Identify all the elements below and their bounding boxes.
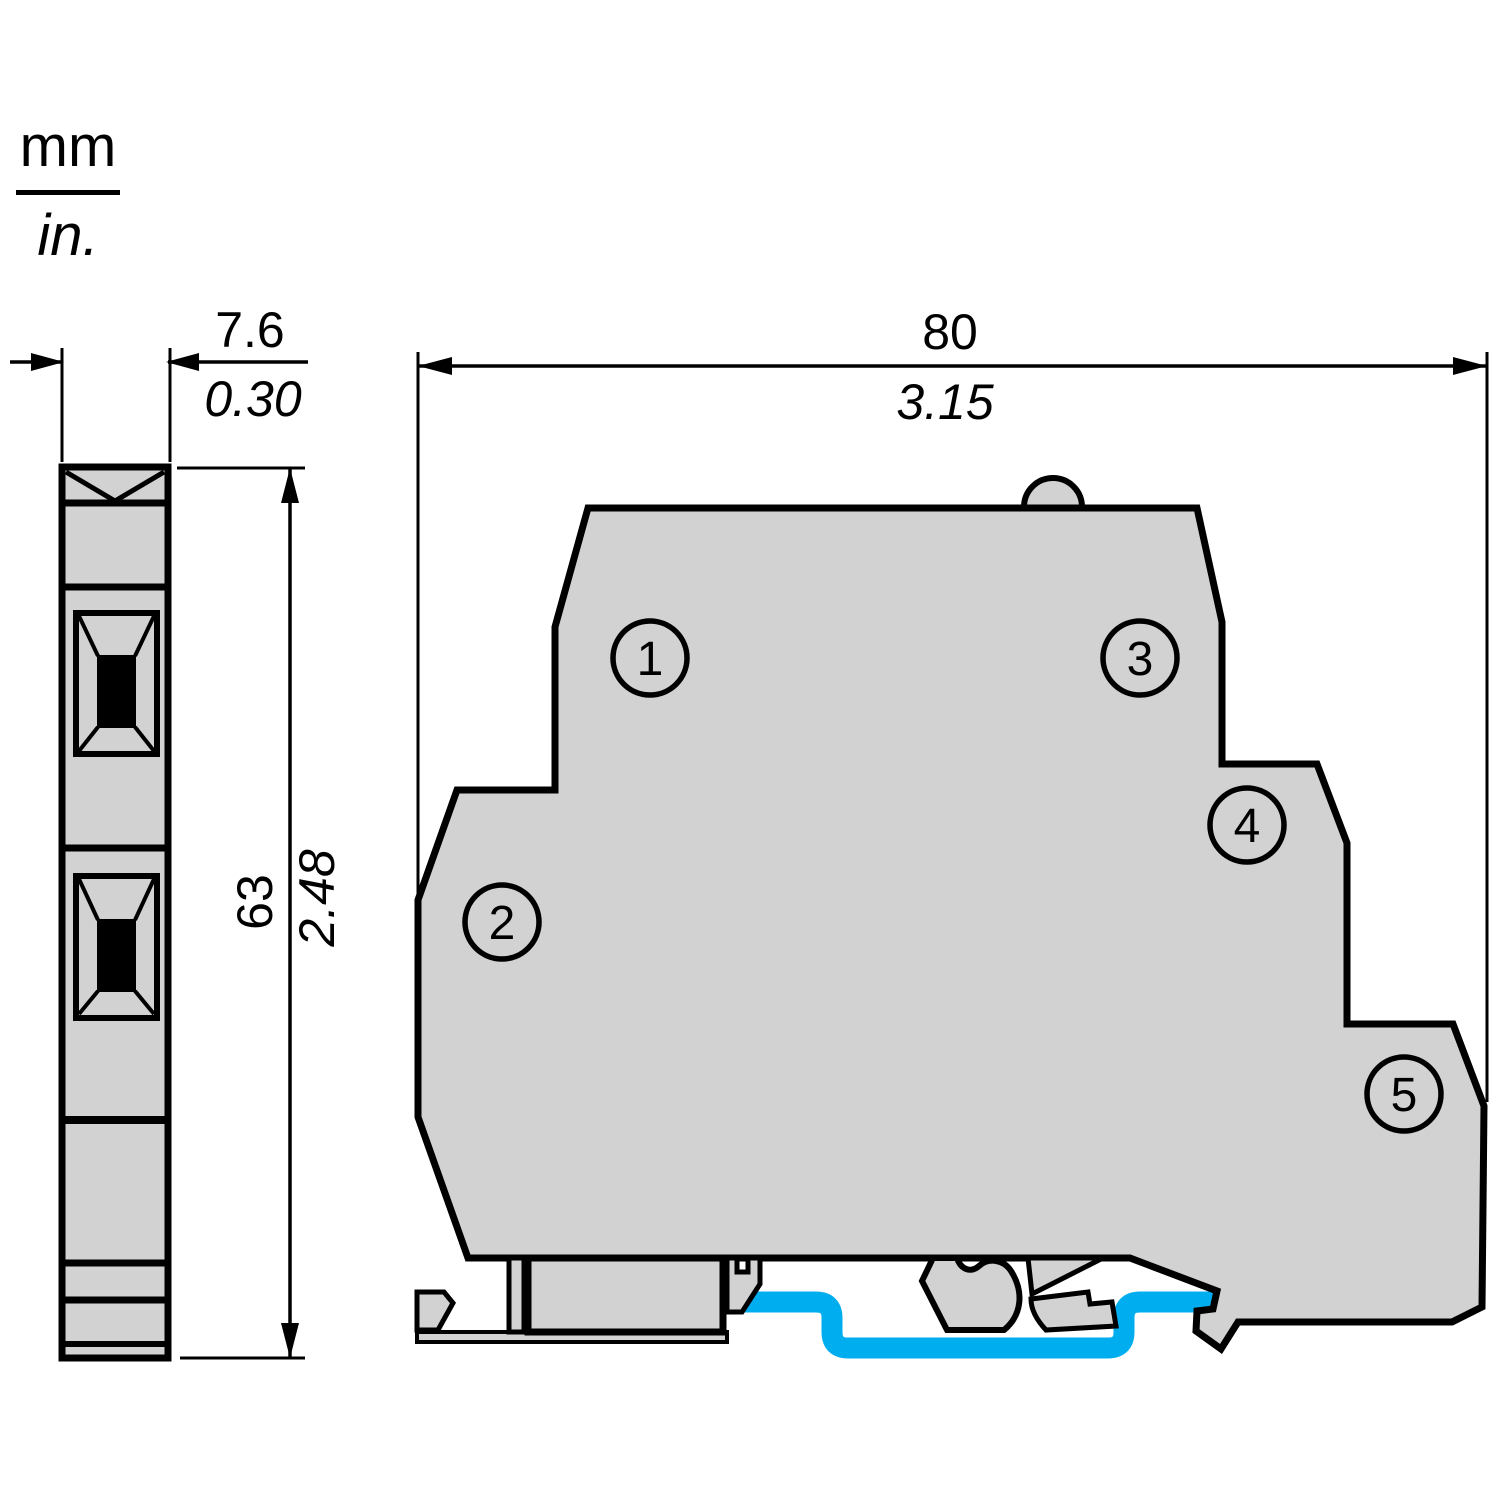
terminal-bevel xyxy=(77,878,100,921)
rail-latch-cam xyxy=(918,1255,1023,1333)
arrowhead-left-icon xyxy=(166,353,199,371)
clip-v-mark xyxy=(113,469,166,504)
rail-latch-pawl xyxy=(1028,1289,1119,1333)
terminal-bevel xyxy=(77,989,100,1016)
dimension-side-width: 80 3.15 xyxy=(416,304,1489,1102)
arrowhead-down-icon xyxy=(281,1323,299,1358)
rail-latch-wedge xyxy=(1025,1255,1105,1298)
terminal-marker-3: 3 xyxy=(1127,633,1154,686)
rail-clamp-left-foot xyxy=(414,1289,457,1333)
terminal-marker-2: 2 xyxy=(489,897,516,950)
arrowhead-right-icon xyxy=(31,353,64,371)
terminal-marker-5: 5 xyxy=(1391,1069,1418,1122)
clip-v-mark xyxy=(64,469,117,504)
front-width-mm: 7.6 xyxy=(215,302,285,358)
terminal-marker-2-circle xyxy=(462,882,542,962)
terminal-bevel xyxy=(133,725,156,753)
unit-mm-label: mm xyxy=(16,118,120,195)
terminal-marker-3-circle xyxy=(1100,618,1180,698)
screw-terminal-1 xyxy=(73,610,160,757)
dimension-front-width: 7.6 0.30 xyxy=(10,302,308,462)
side-width-mm: 80 xyxy=(922,304,978,360)
rail-clamp-slider xyxy=(524,1254,727,1336)
terminal-marker-1-circle xyxy=(610,618,690,698)
din-rail xyxy=(733,1291,1221,1359)
terminal-bevel xyxy=(77,615,100,657)
unit-in-label: in. xyxy=(37,203,99,268)
terminal-opening xyxy=(97,919,136,992)
terminal-bevel xyxy=(133,878,156,921)
arrowhead-up-icon xyxy=(281,468,299,503)
terminal-marker-5-circle xyxy=(1364,1054,1444,1134)
arrowhead-right-icon xyxy=(1453,357,1487,375)
terminal-markers: 1 2 3 4 5 xyxy=(462,618,1444,1134)
rail-hook-left xyxy=(724,1255,763,1315)
side-width-in: 3.15 xyxy=(896,374,994,430)
height-in: 2.48 xyxy=(289,849,345,948)
terminal-bevel xyxy=(133,989,156,1016)
side-view: 1 2 3 4 5 xyxy=(414,475,1488,1355)
terminal-marker-1: 1 xyxy=(637,633,664,686)
front-view xyxy=(58,463,172,1362)
terminal-bevel xyxy=(133,615,156,657)
arrowhead-left-icon xyxy=(418,357,452,375)
unit-legend: mm in. xyxy=(16,118,120,265)
terminal-opening xyxy=(97,655,136,728)
side-view-body xyxy=(414,504,1488,1355)
terminal-marker-4: 4 xyxy=(1234,800,1261,853)
screw-terminal-2 xyxy=(73,873,160,1021)
terminal-marker-4-circle xyxy=(1207,785,1287,865)
height-mm: 63 xyxy=(227,874,283,930)
front-width-in: 0.30 xyxy=(204,371,302,427)
dimension-height: 63 2.48 xyxy=(177,466,345,1360)
rail-clamp-post xyxy=(506,1255,527,1335)
terminal-bevel xyxy=(77,725,100,753)
